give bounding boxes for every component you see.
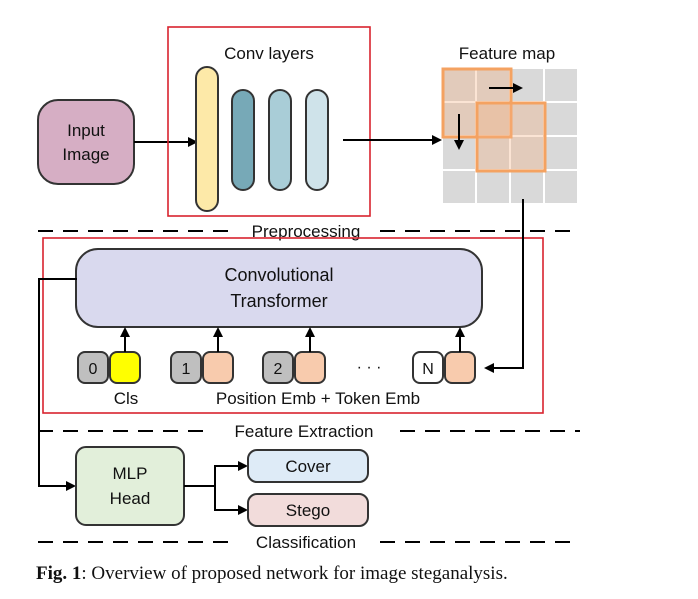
- feature-map-cell: [443, 171, 475, 203]
- token-2-embedding: [294, 351, 326, 384]
- arrow-feature-map-to-token-n: [484, 199, 524, 373]
- cover-label: Cover: [285, 457, 331, 476]
- feature-map-cell: [511, 171, 543, 203]
- classification-label: Classification: [256, 533, 356, 552]
- transformer-label-line1: Convolutional: [224, 265, 333, 285]
- token-ellipsis: · · ·: [357, 359, 382, 376]
- token-1-embedding: [202, 351, 234, 384]
- token-n-index: [412, 351, 444, 384]
- token-1-index: [170, 351, 202, 384]
- feature-map-grid: [443, 69, 577, 203]
- feature-map-cell: [477, 103, 509, 135]
- figure-caption-text: : Overview of proposed network for image…: [81, 563, 508, 584]
- token-2-group: 2: [262, 327, 326, 384]
- feature-extraction-label: Feature Extraction: [235, 422, 374, 441]
- arrow-mlp-to-cover: [184, 461, 248, 487]
- feature-map-cell: [477, 69, 509, 101]
- input-image-label-line2: Image: [62, 145, 109, 164]
- conv-layers-frame: [167, 26, 371, 217]
- feature-map-cell: [511, 137, 543, 169]
- cls-token: [109, 351, 141, 384]
- stego-label: Stego: [286, 501, 330, 520]
- input-image-box: [37, 99, 135, 185]
- stego-output: Stego: [247, 493, 369, 527]
- input-image-label-line1: Input: [67, 121, 105, 140]
- token-n-index-label: N: [422, 361, 434, 378]
- conv-layers-label: Conv layers: [224, 44, 314, 63]
- transformer-label-line2: Transformer: [230, 291, 327, 311]
- mlp-head-block: MLP Head: [75, 446, 185, 526]
- token-0-group: 0: [77, 327, 141, 384]
- cls-label: Cls: [114, 389, 139, 408]
- conv-layers-block: Conv layers: [167, 26, 371, 217]
- feature-map-label: Feature map: [459, 44, 555, 63]
- cover-output: Cover: [247, 449, 369, 483]
- feature-map-cell: [545, 69, 577, 101]
- feature-map-cell: [477, 171, 509, 203]
- convolutional-transformer-box: [75, 248, 483, 328]
- arrow-cls-output-to-mlp: [38, 278, 77, 491]
- feature-window-2: [475, 101, 547, 173]
- token-n-group: N: [412, 327, 476, 384]
- conv-layer-1: [195, 66, 219, 212]
- mlp-head-box: [75, 446, 185, 526]
- arrow-mlp-to-stego: [214, 486, 248, 515]
- mlp-head-label-line1: MLP: [113, 464, 148, 483]
- token-1-index-label: 1: [182, 361, 191, 378]
- feature-map-cell: [545, 171, 577, 203]
- stego-box: [247, 493, 369, 527]
- feature-map-cell: [545, 137, 577, 169]
- mlp-head-label-line2: Head: [110, 489, 151, 508]
- preprocessing-label: Preprocessing: [252, 222, 361, 241]
- conv-layer-4: [305, 89, 329, 191]
- conv-layer-3: [268, 89, 292, 191]
- figure-caption: Fig. 1: Overview of proposed network for…: [36, 563, 676, 585]
- position-token-emb-label: Position Emb + Token Emb: [216, 389, 420, 408]
- token-2-index: [262, 351, 294, 384]
- feature-map-cell: [511, 69, 543, 101]
- token-1-group: 1: [170, 327, 234, 384]
- feature-map-cell: [443, 69, 475, 101]
- token-n-embedding: [444, 351, 476, 384]
- cover-box: [247, 449, 369, 483]
- feature-map-cell: [477, 137, 509, 169]
- convolutional-transformer-block: Convolutional Transformer: [75, 248, 483, 328]
- token-2-index-label: 2: [274, 361, 283, 378]
- feature-extraction-frame: [42, 237, 544, 414]
- input-image-block: Input Image: [37, 99, 135, 185]
- feature-map-cell: [511, 103, 543, 135]
- feature-map-cell: [545, 103, 577, 135]
- figure-caption-prefix: Fig. 1: [36, 563, 82, 584]
- token-0-index-label: 0: [89, 361, 98, 378]
- feature-map-block: Feature map: [441, 44, 577, 203]
- conv-layer-2: [231, 89, 255, 191]
- token-0-index: [77, 351, 109, 384]
